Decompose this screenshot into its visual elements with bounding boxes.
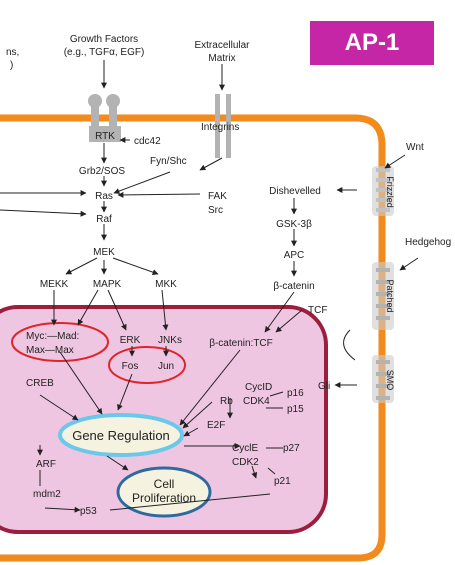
src-label: Src: [208, 205, 223, 216]
mek-label: MEK: [93, 247, 115, 258]
gsk3b-label: GSK-3β: [276, 219, 312, 230]
hedgehog-label: Hedgehog: [405, 237, 451, 248]
p15-label: p15: [287, 404, 304, 415]
pathway-inhibition-lines: [39, 329, 356, 511]
myc-mad-label: Myc:—Mad:: [26, 331, 79, 342]
e2f-label: E2F: [207, 420, 225, 431]
dishevelled-label: Dishevelled: [269, 186, 321, 197]
growth-factors-line1: Growth Factors: [70, 34, 138, 45]
patched-label: Patched: [385, 279, 395, 312]
frizzled-receptor: [372, 166, 394, 216]
p27-label: p27: [283, 443, 300, 454]
gli-label: Gli: [318, 381, 330, 392]
tcf-label: TCF: [308, 305, 327, 316]
grb2-sos-label: Grb2/SOS: [79, 166, 125, 177]
mekk-label: MEKK: [40, 279, 69, 290]
jnks-label: JNKs: [158, 335, 182, 346]
top-left-fragment-2: ): [10, 60, 13, 71]
cell-proliferation-line1: Cell: [154, 477, 175, 491]
fos-label: Fos: [122, 361, 139, 372]
gene-regulation-label: Gene Regulation: [72, 428, 170, 443]
ap1-title-banner: AP-1: [310, 21, 434, 65]
ras-label: Ras: [95, 191, 113, 202]
raf-label: Raf: [96, 214, 112, 225]
extracellular-matrix-line1: Extracellular: [194, 40, 250, 51]
p21-label: p21: [274, 476, 291, 487]
cell-membrane: [0, 114, 386, 562]
mdm2-label: mdm2: [33, 489, 61, 500]
mapk-label: MAPK: [93, 279, 122, 290]
gene-regulation-node: [58, 413, 184, 457]
top-left-fragment-1: ns,: [6, 47, 19, 58]
integrins-label: Integrins: [201, 122, 239, 133]
fos-jun-highlight: [108, 346, 186, 384]
smo-label: SMO: [385, 370, 395, 391]
rtk-receptor: [88, 94, 121, 142]
fak-label: FAK: [208, 191, 227, 202]
arf-label: ARF: [36, 459, 56, 470]
fyn-shc-label: Fyn/Shc: [150, 156, 187, 167]
pathway-arrows: [0, 60, 419, 513]
wnt-label: Wnt: [406, 142, 424, 153]
rb-label: Rb: [220, 396, 233, 407]
cell-proliferation-node: [116, 466, 212, 518]
growth-factors-line2: (e.g., TGFα, EGF): [64, 47, 145, 58]
creb-label: CREB: [26, 378, 54, 389]
cdc42-label: cdc42: [134, 136, 161, 147]
p16-label: p16: [287, 388, 304, 399]
b-catenin-label: β-catenin: [273, 281, 314, 292]
integrin-receptor: [215, 94, 231, 158]
frizzled-label: Frizzled: [385, 176, 395, 208]
cyclin-d-label: CycID: [245, 382, 272, 393]
max-max-label: Max—Max: [26, 345, 74, 356]
b-catenin-tcf-label: β-catenin:TCF: [209, 338, 273, 349]
p53-label: p53: [80, 506, 97, 517]
cyclin-e-label: CyclE: [232, 443, 258, 454]
extracellular-matrix-line2: Matrix: [208, 53, 235, 64]
cell-proliferation-line2: Proliferation: [132, 491, 196, 505]
erk-label: ERK: [120, 335, 141, 346]
patched-receptor: [372, 262, 394, 330]
jun-label: Jun: [158, 361, 174, 372]
rtk-label: RTK: [95, 131, 115, 142]
cdk4-label: CDK4: [243, 396, 270, 407]
myc-max-highlight: [11, 322, 109, 362]
apc-label: APC: [284, 250, 305, 261]
mkk-label: MKK: [155, 279, 177, 290]
smo-receptor: [372, 355, 394, 403]
cdk2-label: CDK2: [232, 457, 259, 468]
